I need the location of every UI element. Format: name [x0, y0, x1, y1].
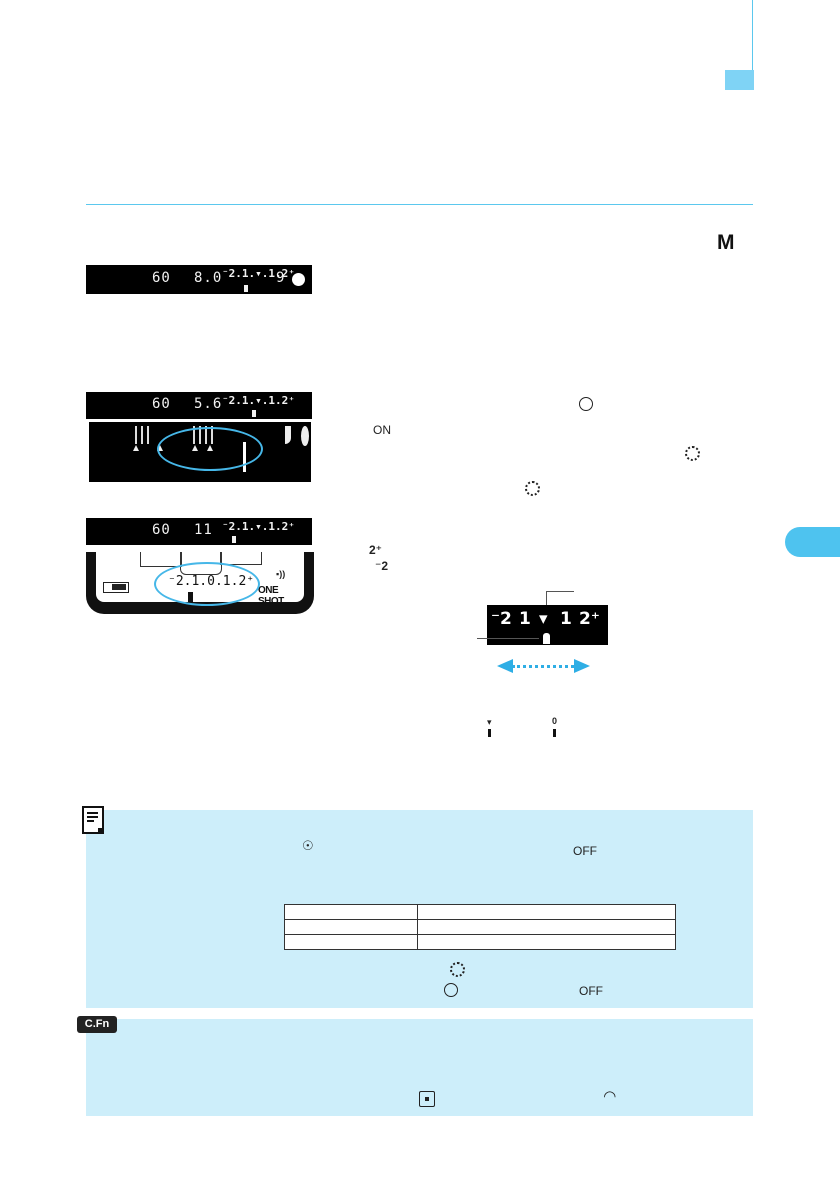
- vf-aperture: 8.0: [194, 270, 223, 286]
- exposure-scale-closeup: ⁻2 1 ▾ 1 2⁺: [487, 605, 608, 645]
- af-point-bar: [147, 426, 149, 444]
- indicator-zero-icon: 0: [552, 716, 558, 726]
- focus-confirm-arc: [285, 426, 291, 444]
- off-label-2: OFF: [579, 984, 603, 998]
- vf-shutter: 60: [152, 396, 171, 412]
- highlight-ellipse: [157, 427, 263, 471]
- callout-line-left: [477, 638, 539, 639]
- main-dial-icon: [444, 983, 458, 997]
- viewfinder-display-3: 60 11 ⁻2.1.▾.1.2⁺: [86, 518, 312, 545]
- scale-plus-two: 2⁺: [579, 609, 600, 629]
- vf-exposure-scale: ⁻2.1.▾.1.2⁺: [222, 520, 295, 533]
- off-label-1: OFF: [573, 844, 597, 858]
- vf-aperture: 11: [194, 522, 213, 538]
- arrow-left-icon: [497, 659, 513, 673]
- table-cell: [417, 904, 676, 920]
- on-label: ON: [373, 423, 391, 437]
- table-row: [284, 934, 676, 950]
- arrow-right-icon: [574, 659, 590, 673]
- quick-control-dial-icon: [685, 446, 700, 461]
- viewfinder-display-1: 60 8.0 ⁻2.1.▾.1.2⁺ 9: [86, 265, 312, 294]
- quick-control-dial-icon: [525, 481, 540, 496]
- scale-pointer: ▾: [539, 609, 548, 629]
- vf-shutter: 60: [152, 522, 171, 538]
- indicator-bar-icon: [488, 729, 491, 737]
- lcd-segment-box: [140, 552, 182, 567]
- table-cell: [417, 919, 676, 935]
- plus-two-label: 2⁺: [369, 543, 383, 557]
- scale-plus-one: 1: [560, 609, 572, 629]
- focus-confirm-icon: [292, 273, 305, 286]
- cfn-badge: C.Fn: [77, 1016, 117, 1033]
- main-dial-icon: [579, 397, 593, 411]
- af-point-bar: [141, 426, 143, 444]
- section-tab-marker: [725, 70, 754, 90]
- minus-two-label: ⁻2: [375, 559, 389, 573]
- af-point-bar: [135, 426, 137, 444]
- vf-shots-remaining: 9: [276, 270, 286, 286]
- callout-line-horizontal: [546, 591, 574, 592]
- top-margin-rule: [752, 0, 753, 72]
- vf-level-mark: [244, 285, 248, 292]
- beep-icon: ▪)): [276, 569, 286, 579]
- indicator-bar-icon: [553, 729, 556, 737]
- af-marker-triangle: [133, 445, 139, 451]
- table-row: [284, 919, 676, 935]
- mode-letter: M: [717, 231, 735, 254]
- custom-function-box: ◠: [86, 1019, 753, 1116]
- indicator-pointer-icon: ▾: [487, 717, 492, 727]
- table-cell: [284, 919, 418, 935]
- vf-aperture: 5.6: [194, 396, 223, 412]
- vf-exposure-scale: ⁻2.1.▾.1.2⁺: [222, 394, 295, 407]
- table-cell: [284, 904, 418, 920]
- playback-dial-icon: ☉: [302, 838, 314, 853]
- scale-level-mark: [543, 633, 550, 644]
- scale-minus-one: 1: [519, 609, 531, 629]
- header-divider: [86, 204, 753, 205]
- focus-confirm-arc: [301, 426, 309, 446]
- table-cell: [417, 934, 676, 950]
- battery-icon: [103, 582, 129, 593]
- af-mode-label: ONE SHOT: [258, 585, 284, 607]
- metering-icon: ◠: [604, 1088, 616, 1105]
- lcd-highlight-ellipse: [154, 562, 260, 606]
- scale-minus-two: ⁻2: [491, 609, 512, 629]
- vf-shutter: 60: [152, 270, 171, 286]
- vf-level-mark: [232, 536, 236, 543]
- note-icon: [82, 806, 104, 834]
- table-cell: [284, 934, 418, 950]
- callout-line-vertical: [546, 591, 547, 606]
- vf-exposure-scale: ⁻2.1.▾.1.2⁺: [222, 267, 295, 280]
- settings-table: [284, 904, 676, 950]
- viewfinder-display-2: 60 5.6 ⁻2.1.▾.1.2⁺: [86, 392, 312, 419]
- arrow-dotted-line: [512, 665, 574, 668]
- table-row: [284, 904, 676, 920]
- quick-control-dial-icon: [450, 962, 465, 977]
- lcd-segment-box: [220, 552, 262, 565]
- af-point-select-icon: [419, 1091, 435, 1107]
- vf-level-mark: [252, 410, 256, 417]
- chapter-tab: [785, 527, 840, 557]
